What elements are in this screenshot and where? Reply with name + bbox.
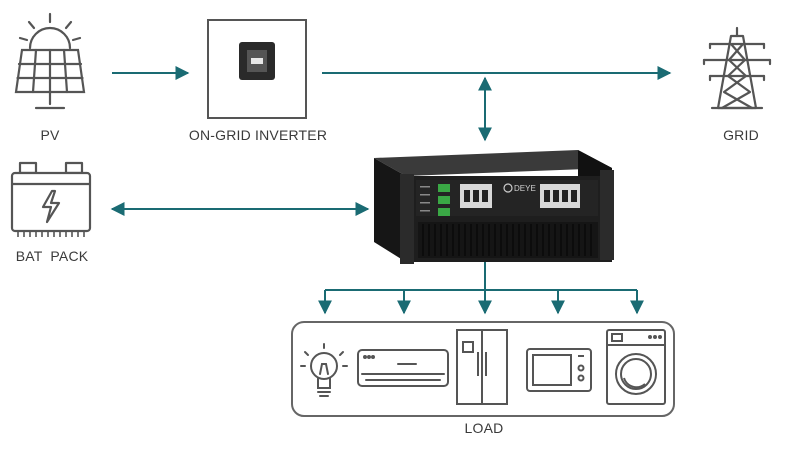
pv-label: PV	[40, 127, 60, 143]
ac-breakers-right	[540, 184, 580, 208]
solar-panel-icon	[14, 12, 86, 110]
vent-grill	[418, 222, 598, 258]
rack-ear-right	[600, 170, 614, 260]
refrigerator-icon	[456, 329, 508, 405]
inverter-icon	[207, 19, 307, 119]
inverter-label: ON-GRID INVERTER	[188, 127, 328, 143]
brand-logo-icon	[503, 183, 513, 193]
light-bulb-icon	[300, 343, 348, 397]
brand-label: DEYE	[514, 184, 536, 193]
dc-breakers	[438, 184, 450, 216]
ac-breakers-left	[460, 184, 492, 208]
grid-label: GRID	[723, 127, 759, 143]
microwave-icon	[526, 348, 592, 392]
battery-label: BAT PACK	[15, 248, 89, 264]
air-conditioner-icon	[357, 349, 449, 387]
battery-icon	[10, 161, 92, 237]
load-frame	[291, 321, 675, 417]
load-label: LOAD	[464, 420, 504, 436]
flow-arrows	[110, 66, 672, 315]
rack-ear-left	[400, 174, 414, 264]
transmission-tower-icon	[702, 26, 772, 110]
washing-machine-icon	[606, 329, 666, 405]
rack-energy-storage-unit: DEYE	[374, 150, 614, 264]
